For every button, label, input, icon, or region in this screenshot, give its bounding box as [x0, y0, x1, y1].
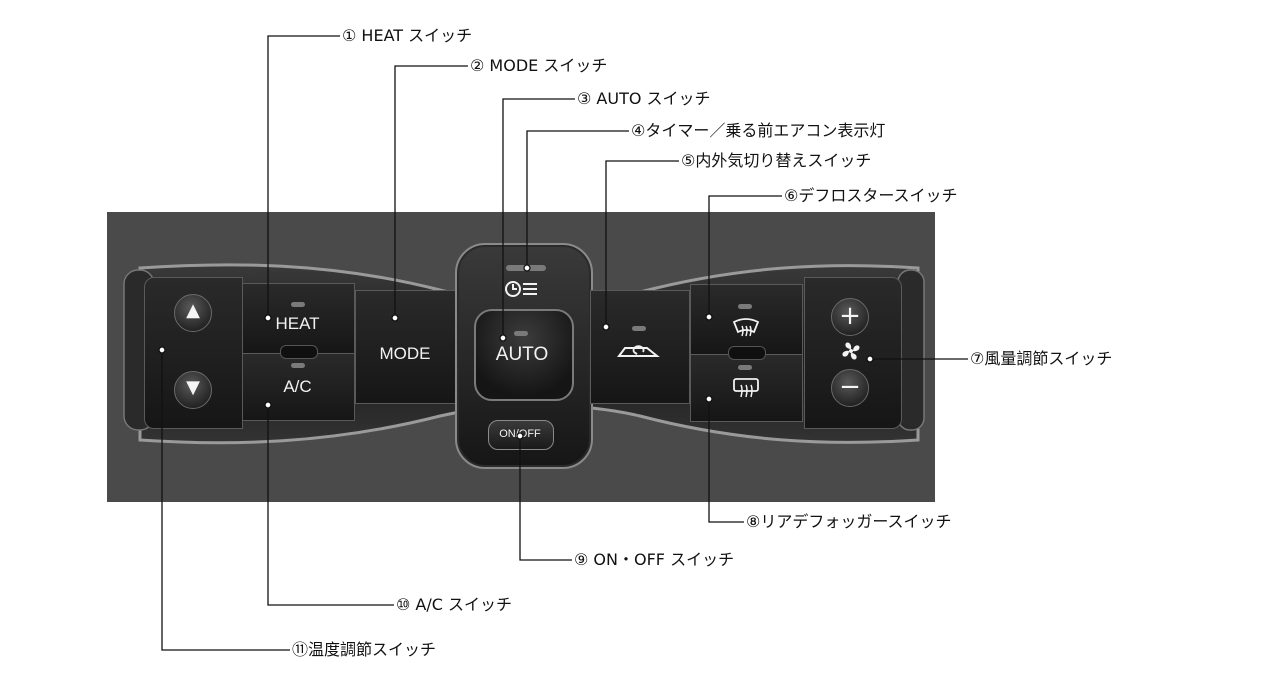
up-arrow-icon: ▲	[186, 300, 200, 321]
heat-ac-divider	[280, 345, 318, 359]
temperature-down-button[interactable]	[174, 371, 212, 409]
timer-icon-clock	[505, 281, 521, 297]
recirculation-indicator-led	[632, 326, 646, 331]
leader-ac	[267, 405, 394, 606]
callout-auto: ③ AUTO スイッチ	[577, 89, 711, 108]
temperature-up-button[interactable]	[174, 294, 212, 332]
heat-button[interactable]	[242, 283, 355, 354]
callout-fan-speed: ⑦風量調節スイッチ	[970, 349, 1113, 368]
auto-button[interactable]	[474, 309, 574, 401]
leader-dot-heat	[264, 314, 272, 322]
defroster-indicator-led	[738, 304, 752, 309]
recirculation-icon	[617, 345, 660, 357]
leader-auto	[502, 98, 575, 338]
leader-onoff	[519, 436, 572, 561]
mode-button-label: MODE	[379, 344, 431, 363]
auto-indicator-led	[514, 331, 528, 336]
callout-temperature: ⑪温度調節スイッチ	[292, 640, 437, 659]
recirculation-icon-arrow	[632, 345, 645, 355]
front-defroster-icon	[732, 318, 760, 337]
leader-temp	[161, 350, 290, 651]
leader-timer	[526, 130, 629, 268]
leader-dot-rear	[705, 395, 713, 403]
leader-dot-onoff	[516, 432, 524, 440]
timer-icon	[505, 281, 537, 297]
callout-rear-defogger: ⑧リアデフォッガースイッチ	[746, 512, 952, 531]
callout-mode: ② MODE スイッチ	[470, 56, 608, 75]
auto-button-label: AUTO	[495, 344, 549, 365]
leader-dot-temp	[158, 346, 166, 354]
ac-button-label: A/C	[283, 377, 312, 396]
defroster-divider	[728, 346, 766, 360]
leader-rear	[708, 399, 744, 523]
leader-dot-timer	[523, 264, 531, 272]
leader-dot-defroster	[705, 313, 713, 321]
callout-defroster: ⑥デフロスタースイッチ	[784, 186, 958, 205]
down-arrow-icon: ▼	[186, 377, 200, 398]
heat-button-label: HEAT	[275, 314, 320, 333]
leader-defroster	[708, 195, 782, 317]
callout-ac: ⑩ A/C スイッチ	[396, 595, 513, 614]
timer-icon-airflow	[523, 283, 537, 295]
fan-icon	[842, 342, 860, 360]
leader-heat	[267, 35, 340, 318]
callout-on-off: ⑨ ON・OFF スイッチ	[574, 550, 735, 569]
leader-dot-fan	[866, 355, 874, 363]
leader-dot-mode	[391, 314, 399, 322]
recirculation-icon-car	[617, 347, 660, 357]
leader-dot-auto	[499, 334, 507, 342]
fan-speed-up-button[interactable]	[831, 298, 869, 336]
ac-indicator-led	[291, 363, 305, 368]
leader-dot-ac	[264, 401, 272, 409]
plus-icon: +	[839, 301, 861, 331]
callout-recirculation: ⑤内外気切り替えスイッチ	[681, 151, 872, 170]
defroster-icon-heat-lines	[741, 325, 752, 337]
leader-mode	[394, 65, 468, 318]
defroster-icon-windshield	[732, 318, 760, 334]
callout-timer-indicator: ④タイマー／乗る前エアコン表示灯	[631, 121, 886, 140]
rear-defogger-icon-heat-lines	[740, 384, 753, 398]
mode-button[interactable]	[355, 290, 457, 404]
fan-icon-blades	[842, 342, 860, 360]
fan-speed-down-button[interactable]	[831, 369, 869, 407]
rear-defogger-icon	[733, 378, 759, 398]
fan-icon-hub	[849, 349, 853, 353]
leader-recirc	[605, 160, 679, 327]
minus-icon: −	[839, 372, 861, 402]
leader-dot-recirc	[602, 323, 610, 331]
timer-icon-hands	[512, 284, 517, 290]
heat-indicator-led	[291, 302, 305, 307]
rear-defogger-indicator-led	[738, 365, 752, 370]
rear-defogger-icon-window	[733, 378, 759, 392]
callout-heat: ① HEAT スイッチ	[342, 26, 473, 45]
